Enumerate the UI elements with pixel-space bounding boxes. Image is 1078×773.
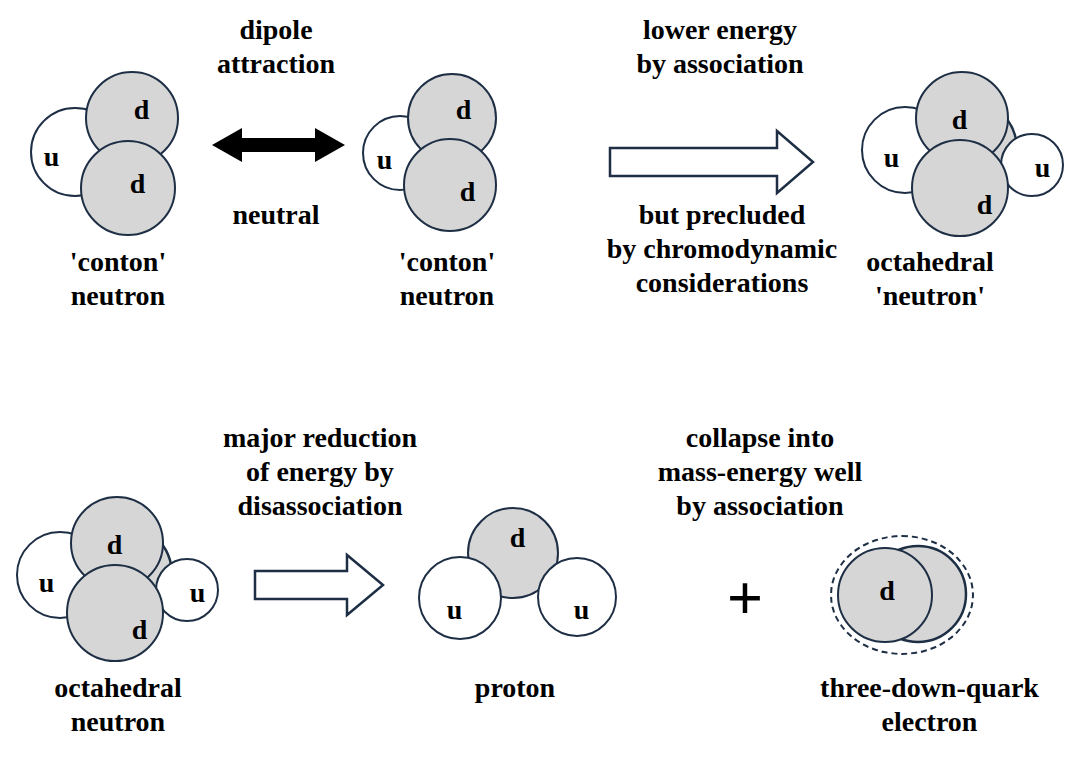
text-line: attraction xyxy=(217,47,335,81)
annotation: neutral xyxy=(232,198,319,232)
particle-caption: proton xyxy=(475,671,555,705)
text-line: of energy by xyxy=(223,455,417,489)
quark-letter: d xyxy=(460,178,476,206)
block-arrow xyxy=(610,131,813,193)
arrow-label: lower energy by association xyxy=(636,13,803,81)
particle-caption: 'conton' neutron xyxy=(399,245,495,313)
quark-letter: d xyxy=(107,531,123,559)
quark-letter: d xyxy=(977,191,993,219)
up-quark: u xyxy=(1000,133,1064,197)
caption-holder: three-down-quark electron xyxy=(820,671,1039,739)
text-line: + xyxy=(727,566,763,630)
text-line: but precluded xyxy=(607,198,838,232)
text-line: three-down-quark xyxy=(820,671,1039,705)
text-line: neutral xyxy=(232,198,319,232)
quark-letter: d xyxy=(132,616,148,644)
down-quark: d xyxy=(911,139,1009,237)
particle-caption: 'conton' neutron xyxy=(70,245,166,313)
annotation: but precluded by chromodynamic considera… xyxy=(607,198,838,300)
up-quark: u xyxy=(418,556,502,640)
label-holder: + xyxy=(727,566,763,630)
caption-holder: octahedral neutron xyxy=(54,671,182,739)
particle-group: 'conton' neutronudd xyxy=(360,72,500,234)
text-line: by association xyxy=(636,47,803,81)
particle-group: protonduu xyxy=(416,505,619,643)
edge-label-holder: dipole attraction xyxy=(217,13,335,81)
quark-letter: d xyxy=(134,96,150,124)
text-line: collapse into xyxy=(658,421,863,455)
particle-group: 'conton' neutronudd xyxy=(28,70,184,238)
text-line: neutron xyxy=(54,705,182,739)
text-line: mass-energy well xyxy=(658,455,863,489)
text-line: considerations xyxy=(607,266,838,300)
particle-caption: octahedral 'neutron' xyxy=(866,245,994,313)
block-arrow xyxy=(255,555,383,615)
text-line: 'conton' xyxy=(399,245,495,279)
text-line: proton xyxy=(475,671,555,705)
quark-letter: d xyxy=(456,96,472,124)
up-quark: u xyxy=(155,558,219,622)
quark-letter: u xyxy=(1035,154,1051,182)
text-line: octahedral xyxy=(866,245,994,279)
caption-holder: 'conton' neutron xyxy=(399,245,495,313)
particle-group: octahedral neutronuddu xyxy=(13,495,223,665)
quark-letter: d xyxy=(510,524,526,552)
label-holder: neutral xyxy=(232,198,319,232)
caption-holder: 'conton' neutron xyxy=(70,245,166,313)
caption-holder: proton xyxy=(475,671,555,705)
label-holder: collapse into mass-energy well by associ… xyxy=(658,421,863,523)
down-quark: d xyxy=(837,547,933,643)
annotation: collapse into mass-energy well by associ… xyxy=(658,421,863,523)
text-line: neutron xyxy=(70,279,166,313)
arrow-label: dipole attraction xyxy=(217,13,335,81)
quark-letter: u xyxy=(190,579,206,607)
text-line: lower energy xyxy=(636,13,803,47)
text-line: octahedral xyxy=(54,671,182,705)
quark-letter: d xyxy=(879,577,895,605)
quark-letter: u xyxy=(44,143,60,171)
quark-letter: d xyxy=(130,170,146,198)
text-line: disassociation xyxy=(223,489,417,523)
text-line: dipole xyxy=(217,13,335,47)
text-line: 'conton' xyxy=(70,245,166,279)
quark-letter: u xyxy=(447,596,463,624)
text-line: major reduction xyxy=(223,421,417,455)
particle-caption: octahedral neutron xyxy=(54,671,182,739)
plus-sign: + xyxy=(727,566,763,630)
quark-letter: d xyxy=(952,106,968,134)
quark-letter: u xyxy=(377,146,393,174)
caption-holder: octahedral 'neutron' xyxy=(866,245,994,313)
quark-letter: u xyxy=(884,144,900,172)
text-line: 'neutron' xyxy=(866,279,994,313)
text-line: by chromodynamic xyxy=(607,232,838,266)
particle-group: octahedral 'neutron'uddu xyxy=(858,70,1068,240)
text-line: electron xyxy=(820,705,1039,739)
quark-letter: u xyxy=(39,569,55,597)
particle-caption: three-down-quark electron xyxy=(820,671,1039,739)
text-line: by association xyxy=(658,489,863,523)
up-quark: u xyxy=(537,557,617,637)
double-arrow xyxy=(212,128,345,162)
edge-label-holder: lower energy by association xyxy=(636,13,803,81)
down-quark: d xyxy=(403,138,497,232)
down-quark: d xyxy=(80,140,176,236)
down-quark: d xyxy=(66,564,164,662)
arrow-label: major reduction of energy by disassociat… xyxy=(223,421,417,523)
label-holder: but precluded by chromodynamic considera… xyxy=(607,198,838,300)
quark-letter: u xyxy=(574,596,590,624)
particle-group: three-down-quark electrond xyxy=(830,535,974,655)
edge-label-holder: major reduction of energy by disassociat… xyxy=(223,421,417,523)
text-line: neutron xyxy=(399,279,495,313)
